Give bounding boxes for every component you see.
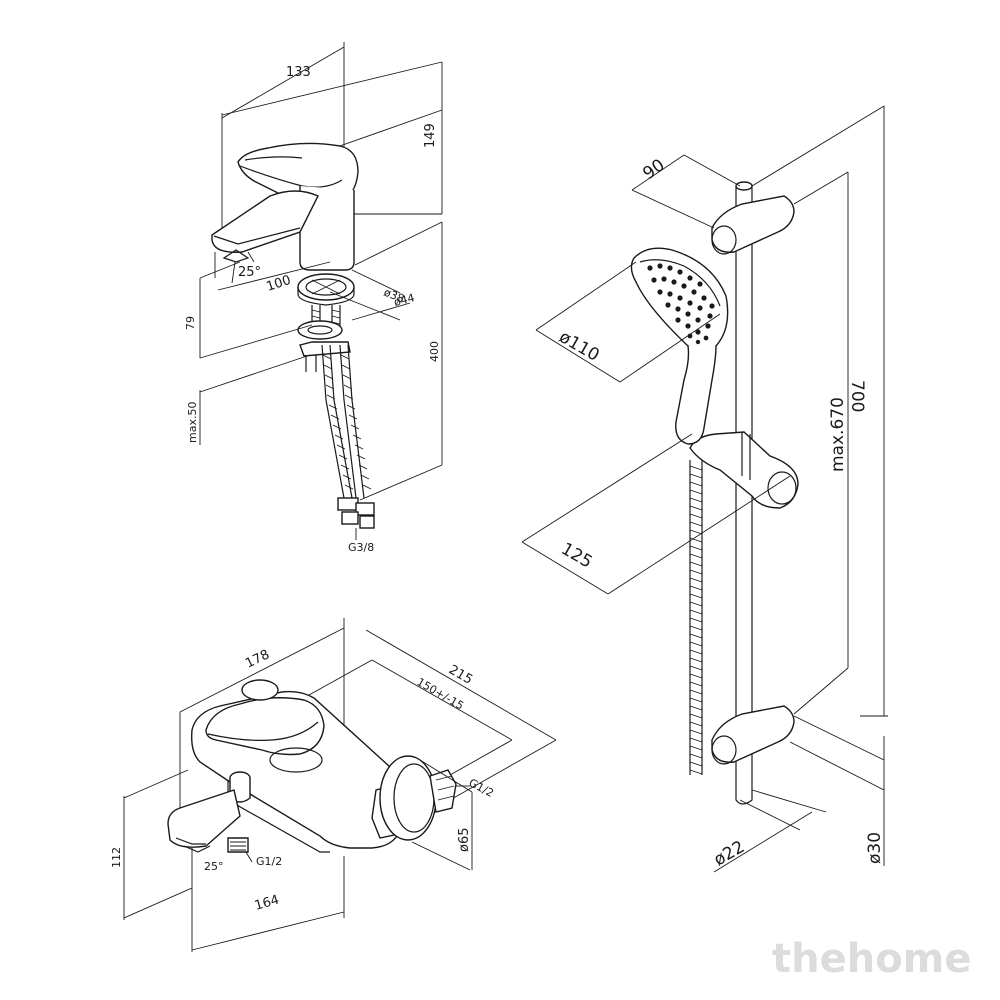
dim-bath-depth: 178 [243,647,272,671]
dim-shower-rail-diameter: ø22 [711,837,749,870]
dim-basin-max-thickness: max.50 [186,402,199,443]
watermark-logo: thehome [772,936,972,982]
dim-basin-base: ø44 [393,291,416,309]
dim-shower-head: ø110 [556,327,603,366]
dim-basin-connection: G3/8 [348,541,374,554]
dim-shower-slider-reach: 125 [558,539,596,573]
dim-shower-rail-max: max.670 [828,397,848,472]
dim-basin-width: 133 [286,65,311,80]
dim-shower-holder-offset: 90 [639,155,668,184]
dim-basin-reach: 100 [265,273,293,295]
dim-basin-body-height: 79 [184,316,197,330]
dim-basin-angle: 25° [238,265,261,280]
shower-set-drawing: 90 ø110 125 max.670 700 ø22 ø30 [521,105,888,873]
shower-nozzles [647,263,715,345]
dim-basin-hose-length: 400 [428,341,441,362]
dim-shower-bracket-diameter: ø30 [865,832,885,864]
bath-mixer-drawing: 178 215 150+/-15 G1/2 25° [110,618,557,952]
dim-bath-total-depth: 215 [446,662,475,687]
dim-bath-spout-connection: G1/2 [256,855,282,868]
dim-bath-flange: ø65 [457,828,472,853]
dim-shower-rail-total: 700 [847,380,867,412]
dim-bath-height: 112 [110,847,123,868]
dim-bath-spout-length: 164 [253,893,281,914]
dim-basin-height: 149 [423,123,438,148]
basin-mixer-drawing: 133 149 25° 100 ø38 ø44 [184,42,443,554]
dim-bath-outlet-connection: G1/2 [467,776,496,800]
dim-bath-angle: 25° [204,860,224,873]
